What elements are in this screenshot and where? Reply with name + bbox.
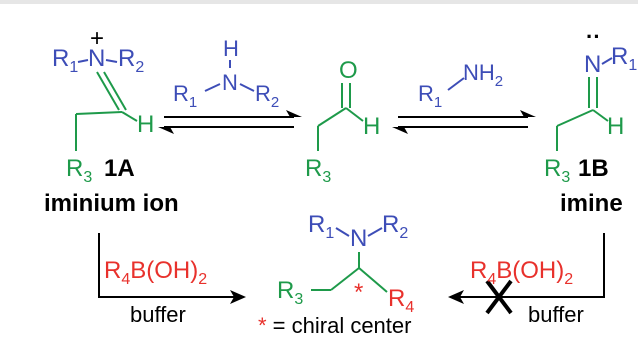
product-r3: R3 bbox=[277, 277, 303, 308]
primary-amine-r1: R1 bbox=[418, 81, 442, 111]
aldehyde-r3: R3 bbox=[305, 155, 331, 186]
imine-structure: ·· N R1 H R3 1B imine bbox=[544, 24, 637, 217]
iminium-n: N bbox=[88, 45, 105, 72]
iminium-name: iminium ion bbox=[44, 190, 179, 217]
iminium-h: H bbox=[137, 111, 154, 138]
product-n: N bbox=[350, 225, 367, 252]
aldehyde-o: O bbox=[339, 57, 358, 84]
imine-h: H bbox=[607, 113, 624, 140]
primary-amine-nh2: NH2 bbox=[463, 60, 503, 90]
secondary-amine-r1: R1 bbox=[173, 81, 197, 111]
left-equilibrium-arrows bbox=[158, 110, 302, 134]
secondary-amine-bond-r2 bbox=[239, 83, 255, 92]
imine-n: N bbox=[584, 51, 601, 78]
imine-r3: R3 bbox=[544, 155, 570, 186]
iminium-bond-c-ch2 bbox=[75, 111, 123, 115]
secondary-amine-bond-r1 bbox=[204, 83, 221, 92]
blocked-cross-b bbox=[485, 279, 513, 315]
chiral-center-legend: * = chiral center bbox=[258, 313, 411, 338]
top-rule bbox=[0, 0, 638, 4]
primary-amine-structure: R1 NH2 bbox=[418, 60, 503, 111]
iminium-bond-c-h bbox=[121, 111, 138, 122]
right-reaction-path: R4B(OH)2 buffer bbox=[448, 233, 605, 327]
secondary-amine-structure: H N R1 R2 bbox=[173, 36, 279, 111]
iminium-r3: R3 bbox=[66, 155, 92, 186]
iminium-r1: R1 bbox=[52, 45, 78, 76]
aldehyde-structure: O H R3 bbox=[305, 57, 380, 186]
secondary-amine-h: H bbox=[223, 36, 239, 61]
iminium-compound-number: 1A bbox=[104, 155, 135, 182]
imine-name: imine bbox=[560, 190, 623, 217]
iminium-r2: R2 bbox=[118, 45, 144, 76]
product-r4: R4 bbox=[388, 285, 414, 316]
left-reaction-path: R4B(OH)2 buffer bbox=[98, 233, 246, 327]
right-reagent: R4B(OH)2 bbox=[470, 257, 573, 288]
product-r1: R1 bbox=[308, 211, 334, 242]
right-condition: buffer bbox=[528, 302, 584, 327]
iminium-bond-r1-n bbox=[77, 59, 89, 63]
product-chiral-star: * bbox=[354, 279, 363, 306]
iminium-ion-structure: R1 N + R2 H R3 1A iminium ion bbox=[44, 25, 179, 217]
secondary-amine-n: N bbox=[222, 70, 238, 95]
product-r2: R2 bbox=[382, 211, 408, 242]
aldehyde-h: H bbox=[363, 113, 380, 140]
product-structure: R1 N R2 R3 * R4 bbox=[277, 211, 414, 316]
iminium-charge: + bbox=[90, 25, 104, 52]
iminium-double-bond-a bbox=[96, 71, 120, 111]
secondary-amine-r2: R2 bbox=[255, 81, 279, 111]
left-condition: buffer bbox=[130, 302, 186, 327]
imine-r1: R1 bbox=[611, 43, 637, 74]
imine-lone-pair: ·· bbox=[586, 24, 601, 49]
imine-compound-number: 1B bbox=[578, 155, 609, 182]
right-equilibrium-arrows bbox=[392, 110, 536, 134]
iminium-bond-n-r2 bbox=[105, 59, 118, 63]
left-reagent: R4B(OH)2 bbox=[104, 257, 207, 288]
iminium-double-bond-b bbox=[103, 71, 127, 111]
